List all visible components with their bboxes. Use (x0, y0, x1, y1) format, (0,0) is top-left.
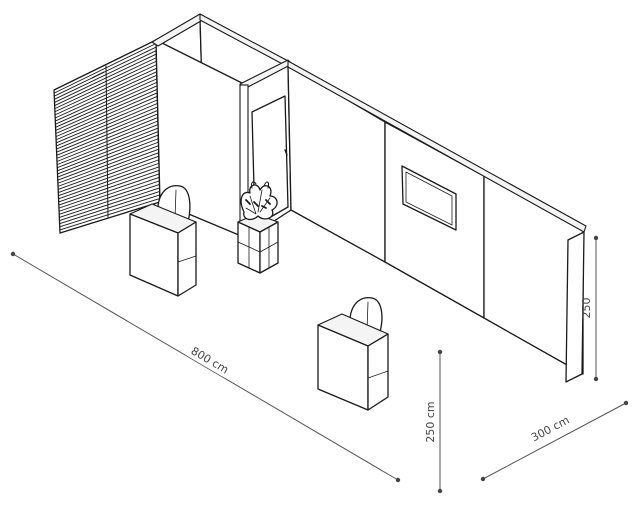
dimension-height-front (437, 349, 443, 494)
wall-slat (58, 169, 160, 206)
height-side-label: 250 (580, 298, 593, 319)
wall-slat (57, 148, 159, 187)
wall-slat (59, 187, 160, 221)
dimension-height-side (593, 235, 599, 382)
wall-slat (54, 53, 157, 103)
wall-slat (59, 198, 161, 231)
end-post (565, 231, 585, 383)
counter-left (129, 184, 197, 297)
wall-slat (56, 120, 159, 162)
wall-slat (58, 173, 160, 209)
wall-slat (57, 138, 159, 178)
wall-slat (58, 152, 159, 190)
wall-slat (54, 57, 157, 106)
wall-slat (58, 159, 160, 197)
dimension-length (10, 251, 401, 483)
wall-slat (57, 141, 159, 181)
wall-slat (57, 134, 159, 175)
wall-slat (58, 166, 160, 203)
counter-right (317, 296, 389, 411)
wall-slat (58, 162, 160, 200)
wall-slat (59, 194, 160, 228)
wall-slat (57, 145, 159, 184)
wall-slat (59, 180, 160, 215)
wall-slat (59, 191, 160, 225)
wall-slat (58, 176, 160, 212)
wall-slat (54, 64, 157, 113)
plant-icon (240, 181, 278, 221)
tv-screen (401, 165, 457, 231)
wall-slat (54, 50, 157, 100)
plant-shelf (237, 181, 279, 274)
wall-slat (57, 127, 159, 169)
wall-slat (58, 155, 160, 194)
wall-slat (54, 46, 157, 97)
depth-label: 300 cm (529, 413, 572, 444)
wall-slat (54, 60, 157, 110)
door-handle (284, 149, 288, 156)
height-front-label: 250 cm (424, 401, 437, 442)
wall-slat (57, 131, 159, 172)
wall-slat (53, 43, 157, 94)
slatted-wall (53, 39, 161, 234)
wall-slat (56, 124, 159, 166)
wall-slat (59, 183, 160, 218)
dimension-depth (480, 400, 629, 482)
